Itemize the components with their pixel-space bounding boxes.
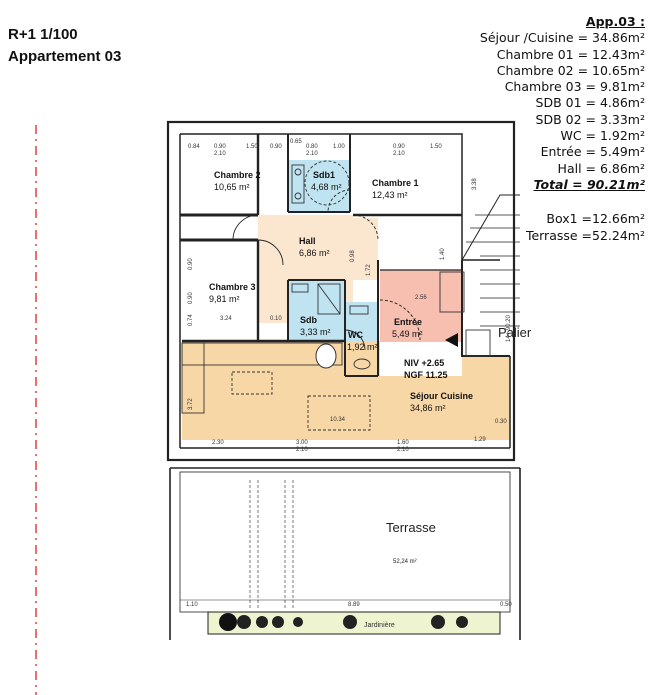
dim-label: 0.90 <box>270 144 282 150</box>
dim-label: 1.10 <box>186 602 198 608</box>
dim-label: 0.30 <box>495 419 507 425</box>
dim-label: 0.10 <box>270 316 282 322</box>
dim-label: 2.56 <box>415 295 427 301</box>
dim-label: 1.29 <box>474 437 486 443</box>
room-name-terrasse: Terrasse <box>386 520 436 535</box>
fixtures <box>181 160 491 431</box>
summary-extra: Box1 =12.66m² <box>546 211 645 227</box>
entree-fill <box>380 270 462 342</box>
apartment-title: Appartement 03 <box>8 48 122 65</box>
dim-label: 3.00 <box>296 440 308 446</box>
room-name: Sdb <box>300 315 318 325</box>
dim-label: 2.10 <box>214 151 226 157</box>
room-area-terrasse: 52,24 m² <box>393 559 417 565</box>
room-area: 5,49 m² <box>392 329 423 339</box>
dim-label: 0.90 <box>188 292 194 304</box>
dim-label: 14+ 90.20 <box>506 314 512 342</box>
dim-label: 0.84 <box>188 144 200 150</box>
level-niv: NIV +2.65 <box>404 358 444 368</box>
dim-label: 1.00 <box>333 144 345 150</box>
room-name: Hall <box>299 236 316 246</box>
dim-label: 3.24 <box>220 316 232 322</box>
plant-icon <box>315 343 337 369</box>
summary-line: SDB 02 = 3.33m² <box>535 111 645 127</box>
dim-label: 8.89 <box>348 602 360 608</box>
sejour-fill <box>182 341 510 440</box>
summary-line: Chambre 01 = 12.43m² <box>496 46 645 62</box>
room-area: 6,86 m² <box>299 248 330 258</box>
dim-label: 1.40 <box>440 248 446 260</box>
room-area: 12,43 m² <box>372 190 408 200</box>
room-area: 34,86 m² <box>410 403 446 413</box>
dim-label: 2.10 <box>393 151 405 157</box>
summary-line: WC = 1.92m² <box>560 128 645 144</box>
hall-fill-2 <box>353 218 378 280</box>
sdb-fill <box>288 280 344 340</box>
hedge <box>219 613 468 631</box>
room-area: 4,68 m² <box>311 182 342 192</box>
summary-total: Total = 90.21m² <box>533 176 645 192</box>
summary-title: App.03 : <box>585 14 645 29</box>
walls <box>166 120 520 462</box>
jardiniere-label: Jardinière <box>364 622 395 629</box>
room-name: Chambre 1 <box>372 178 419 188</box>
summary-line: SDB 01 = 4.86m² <box>535 95 645 111</box>
room-area: 9,81 m² <box>209 294 240 304</box>
dim-label: 0.74 <box>188 314 194 326</box>
summary-line: Chambre 02 = 10.65m² <box>496 62 645 78</box>
dim-label: 0.50 <box>500 602 512 608</box>
dim-label: 2.10 <box>296 447 308 453</box>
room-name: Entrée <box>394 317 422 327</box>
dim-label: 3.38 <box>472 178 478 190</box>
dim-label: 0.80 <box>306 144 318 150</box>
dim-label: 0.90 <box>393 144 405 150</box>
room-area: 3,33 m² <box>300 327 331 337</box>
dim-label: 2.10 <box>397 447 409 453</box>
dim-label: 0.98 <box>350 250 356 262</box>
dim-label: 0.90 <box>188 258 194 270</box>
summary-line: Séjour /Cuisine = 34.86m² <box>479 30 645 46</box>
dim-label: 1.50 <box>430 144 442 150</box>
area-summary: App.03 : Séjour /Cuisine = 34.86m² Chamb… <box>480 14 645 244</box>
dim-label: 1.50 <box>246 144 258 150</box>
dim-label: 2.10 <box>306 151 318 157</box>
terrace <box>169 467 521 640</box>
entrance-arrow-icon <box>445 333 458 347</box>
summary-extra: Terrasse =52.24m² <box>525 227 645 243</box>
dim-label: 3.72 <box>188 398 194 410</box>
room-name: Chambre 2 <box>214 170 261 180</box>
room-name: Sdb1 <box>313 170 335 180</box>
room-name: WC <box>348 330 363 340</box>
room-name: Séjour Cuisine <box>410 391 473 401</box>
dim-label: 10.34 <box>330 417 346 423</box>
summary-line: Chambre 03 = 9.81m² <box>504 79 645 95</box>
dim-label: 0.65 <box>290 139 302 145</box>
level-ngf: NGF 11.25 <box>404 370 448 380</box>
dim-label: 1.72 <box>366 264 372 276</box>
dim-label: 2.30 <box>212 440 224 446</box>
summary-line: Entrée = 5.49m² <box>540 144 645 160</box>
room-area: 10,65 m² <box>214 182 250 192</box>
dim-label: 1.60 <box>397 440 409 446</box>
dim-label: 0.90 <box>214 144 226 150</box>
palier-label: Palier <box>498 325 532 340</box>
room-name: Chambre 3 <box>209 282 256 292</box>
summary-line: Hall = 6.86m² <box>557 160 645 176</box>
room-area: 1,92 m² <box>347 342 378 352</box>
plan-scale-title: R+1 1/100 <box>8 26 78 43</box>
